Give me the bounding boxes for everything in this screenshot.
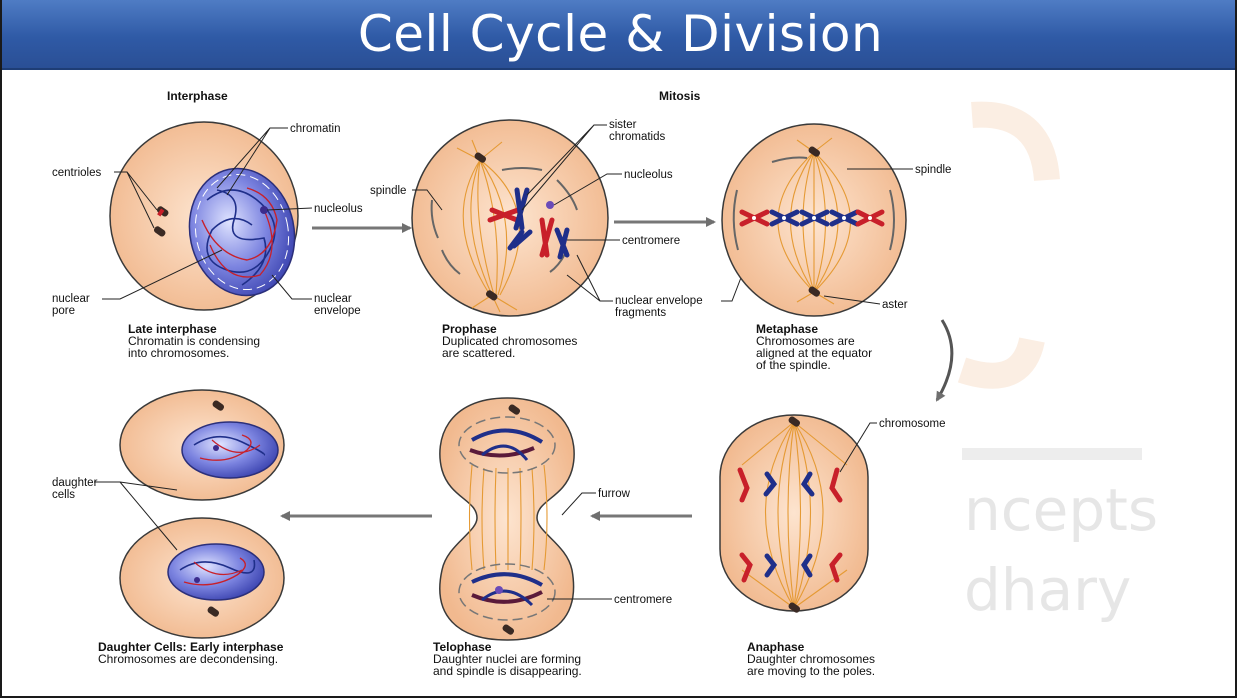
mitosis-header: Mitosis	[659, 89, 701, 103]
metaphase-caption: Metaphase Chromosomes are aligned at the…	[756, 322, 872, 372]
spindle-label-2: spindle	[915, 164, 951, 176]
slide-title: Cell Cycle & Division	[2, 4, 1237, 64]
chromosome-label: chromosome	[879, 418, 945, 430]
svg-text:are moving to the poles.: are moving to the poles.	[747, 664, 875, 678]
arrow-metaphase-to-anaphase	[937, 320, 952, 400]
background-watermark: ncepts dhary	[962, 115, 1158, 624]
chromatin-label: chromatin	[290, 123, 341, 135]
centromere-label-1: centromere	[622, 235, 680, 247]
svg-text:of the spindle.: of the spindle.	[756, 358, 831, 372]
interphase-header: Interphase	[167, 89, 228, 103]
spindle-label-1: spindle	[370, 185, 406, 197]
anaphase-caption: Anaphase Daughter chromosomes are moving…	[747, 640, 875, 678]
watermark-text-2: dhary	[964, 556, 1131, 624]
title-bar: Cell Cycle & Division	[2, 0, 1237, 70]
svg-text:are scattered.: are scattered.	[442, 346, 515, 360]
nucleolus-label-1: nucleolus	[314, 203, 363, 215]
late-interphase-cell	[110, 122, 306, 310]
aster-label: aster	[882, 299, 908, 311]
centrioles-label: centrioles	[52, 167, 101, 179]
furrow-label: furrow	[598, 488, 631, 500]
daughter-cells	[120, 390, 284, 638]
prophase-cell	[412, 120, 608, 316]
svg-text:and spindle is disappearing.: and spindle is disappearing.	[433, 664, 582, 678]
daughter-cells-caption: Daughter Cells: Early interphase Chromos…	[98, 640, 284, 666]
svg-text:into chromosomes.: into chromosomes.	[128, 346, 229, 360]
watermark-text-1: ncepts	[964, 476, 1158, 544]
anaphase-cell	[720, 415, 868, 614]
centromere-label-2: centromere	[614, 594, 672, 606]
cell-cycle-diagram: ncepts dhary Interphase Mitosis chromati…	[2, 70, 1237, 696]
svg-text:Chromosomes are decondensing.: Chromosomes are decondensing.	[98, 652, 278, 666]
prophase-caption: Prophase Duplicated chromosomes are scat…	[442, 322, 577, 360]
nucleolus-label-2: nucleolus	[624, 169, 673, 181]
telophase-cell	[440, 398, 574, 640]
telophase-caption: Telophase Daughter nuclei are forming an…	[433, 640, 582, 678]
late-interphase-caption: Late interphase Chromatin is condensing …	[128, 322, 260, 360]
metaphase-cell	[722, 124, 906, 316]
